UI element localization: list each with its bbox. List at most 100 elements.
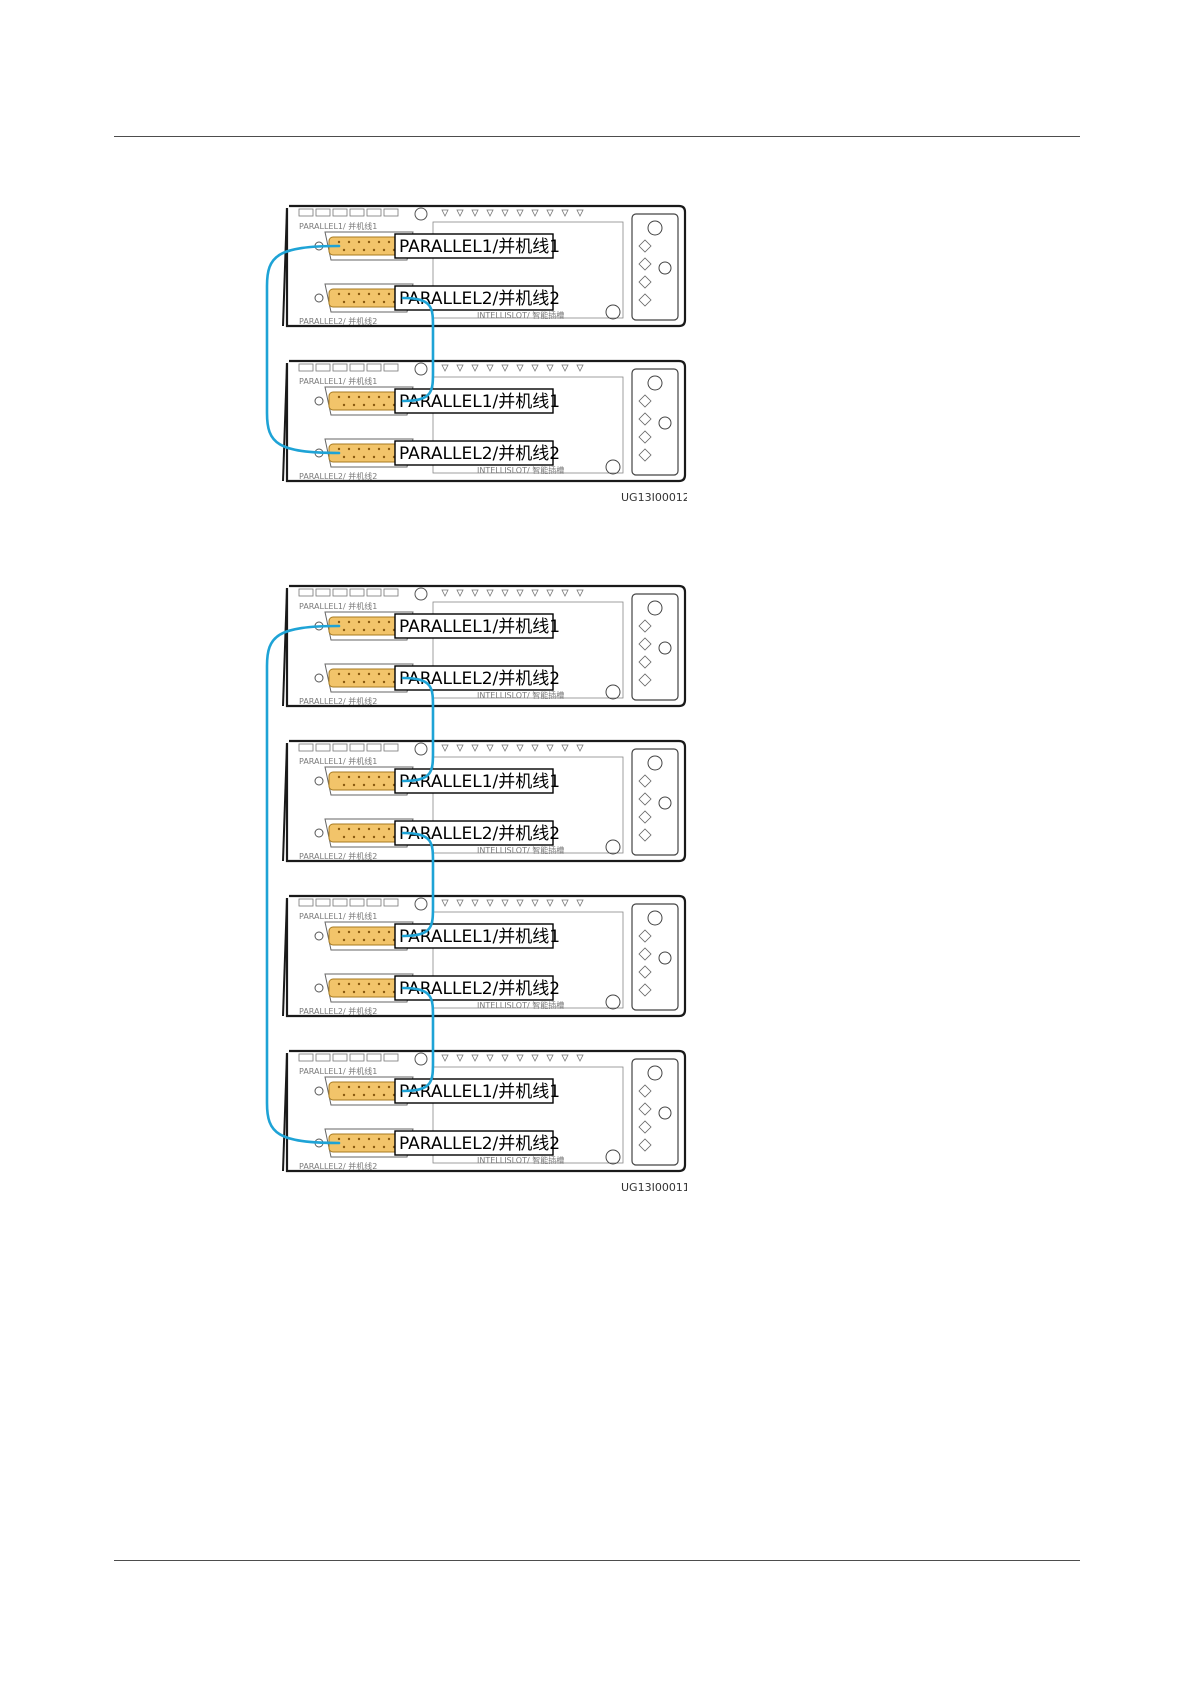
vent-slot	[298, 743, 314, 752]
connector-pin	[352, 628, 356, 632]
vent-slot	[366, 208, 382, 217]
vent-slot	[349, 743, 365, 752]
connector-pin	[362, 938, 366, 942]
connector-pin	[357, 930, 361, 934]
parallel-cable	[401, 986, 435, 1093]
vent-notch	[531, 744, 539, 752]
connector-pin	[377, 1085, 381, 1089]
panel-left-edge	[282, 897, 288, 1017]
connector-pin	[362, 835, 366, 839]
connector-pin	[352, 680, 356, 684]
vent-notch	[471, 589, 479, 597]
vent-slot	[315, 1053, 331, 1062]
bracket-notch	[638, 673, 652, 687]
parallel2-callout: PARALLEL2/并机线2	[399, 1134, 560, 1154]
callout-box	[394, 1130, 554, 1156]
connector-pin	[352, 990, 356, 994]
connector-silk-label: PARALLEL1/ 并机线1	[299, 911, 377, 921]
bracket-notch	[638, 275, 652, 289]
vent-notch	[546, 1054, 554, 1062]
connector-pin	[387, 982, 391, 986]
bracket-notch	[638, 792, 652, 806]
connector-pin	[362, 455, 366, 459]
connector-pin	[337, 1137, 341, 1141]
connector-pin	[382, 455, 386, 459]
connector-silk-label: PARALLEL2/ 并机线2	[299, 851, 377, 861]
connector-silk-label: PARALLEL2/ 并机线2	[299, 1006, 377, 1016]
connector-pin	[357, 447, 361, 451]
vent-slot	[349, 898, 365, 907]
vent-slot	[366, 588, 382, 597]
intellislot-bay	[432, 221, 624, 319]
connector-pin	[347, 620, 351, 624]
vent-notch	[486, 899, 494, 907]
parallel1-callout: PARALLEL1/并机线1	[399, 392, 560, 412]
vent-slot	[332, 208, 348, 217]
parallel1-callout: PARALLEL1/并机线1	[399, 772, 560, 792]
screw-icon	[414, 1052, 428, 1066]
bracket-notch	[638, 1102, 652, 1116]
callout-box	[394, 768, 554, 794]
vent-slot	[298, 208, 314, 217]
connector-pin	[367, 672, 371, 676]
screw-icon	[658, 796, 672, 810]
parallel-loop-cable	[265, 244, 341, 455]
connector-pin	[372, 783, 376, 787]
mounting-bracket	[631, 368, 679, 476]
connector-pin	[372, 1145, 376, 1149]
intellislot-label: INTELLISLOT/ 智能插槽	[477, 310, 564, 320]
bracket-notch	[638, 774, 652, 788]
vent-slot	[383, 208, 399, 217]
vent-notch	[471, 744, 479, 752]
jack-screw	[314, 931, 324, 941]
connector-pin	[342, 1093, 346, 1097]
connector-pin	[342, 455, 346, 459]
vent-slot	[383, 363, 399, 372]
vent-notch	[471, 209, 479, 217]
callout-box	[394, 665, 554, 691]
connector-pin	[372, 1093, 376, 1097]
vent-slot	[315, 898, 331, 907]
screw-icon	[647, 600, 663, 616]
connector-pin	[372, 248, 376, 252]
vent-slot	[332, 743, 348, 752]
vent-notch	[516, 364, 524, 372]
connector-pin	[387, 240, 391, 244]
bracket-notch	[638, 810, 652, 824]
connector-pin	[352, 248, 356, 252]
connector-pin	[387, 447, 391, 451]
connector-pin	[342, 680, 346, 684]
bracket-notch	[638, 929, 652, 943]
connector-pin	[357, 240, 361, 244]
vent-notch	[546, 209, 554, 217]
vent-notch	[456, 364, 464, 372]
vent-notch	[576, 744, 584, 752]
connector-pin	[372, 455, 376, 459]
vent-notch	[441, 744, 449, 752]
vent-notch	[546, 589, 554, 597]
connector-silk-label: PARALLEL2/ 并机线2	[299, 1161, 377, 1171]
vent-notch	[441, 589, 449, 597]
connector-silk-label: PARALLEL2/ 并机线2	[299, 316, 377, 326]
connector-pin	[377, 240, 381, 244]
vent-notch	[486, 589, 494, 597]
vent-notch	[501, 1054, 509, 1062]
connector-pin	[372, 628, 376, 632]
connector-pin	[377, 827, 381, 831]
callout-box	[394, 975, 554, 1001]
connector-pin	[337, 620, 341, 624]
vent-notch	[486, 364, 494, 372]
screw-icon	[658, 641, 672, 655]
bracket-notch	[638, 394, 652, 408]
connector-pin	[377, 620, 381, 624]
vent-notch	[486, 209, 494, 217]
connector-pin	[337, 395, 341, 399]
jack-screw	[314, 293, 324, 303]
connector-pin	[387, 672, 391, 676]
vent-slot	[383, 588, 399, 597]
connector-pin	[367, 1085, 371, 1089]
vent-slot	[366, 898, 382, 907]
